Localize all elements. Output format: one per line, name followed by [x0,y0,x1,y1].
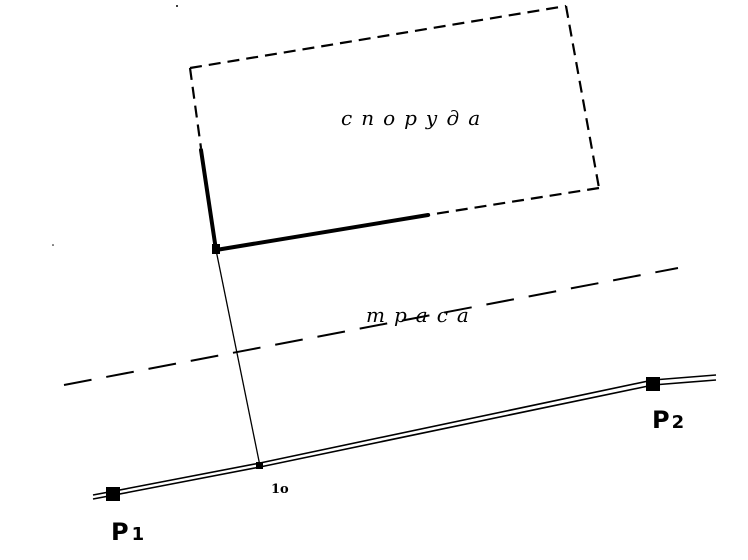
point-p1-letter: P [111,518,129,546]
point-p2-marker [646,377,660,391]
point-p2-index: 2 [672,412,685,433]
point-p1-index: 1 [132,524,145,545]
foot-point-label: 1o [271,482,289,497]
route-centerline [63,267,679,386]
base-line-lower [92,379,717,500]
structure-corner-marker [212,244,220,254]
structure-top-edge [189,4,567,70]
structure-corner-bold [199,148,430,252]
base-line [92,374,717,500]
point-p1-marker [106,487,120,501]
structure-left-edge-dashed [188,67,203,149]
structure-outline [188,4,601,217]
perpendicular-line [215,249,261,467]
route-label: траса [366,303,478,327]
structure-left-edge-bold [199,148,218,252]
speck-1 [176,5,178,7]
base-line-upper [92,374,717,496]
structure-label: споруда [341,106,489,130]
speck-2 [52,244,54,246]
structure-bottom-edge-bold [214,213,430,252]
foot-point-marker [256,462,263,469]
point-p2-letter: P [652,406,670,434]
structure-bottom-edge-dashed [427,186,600,217]
structure-right-edge [564,5,601,189]
